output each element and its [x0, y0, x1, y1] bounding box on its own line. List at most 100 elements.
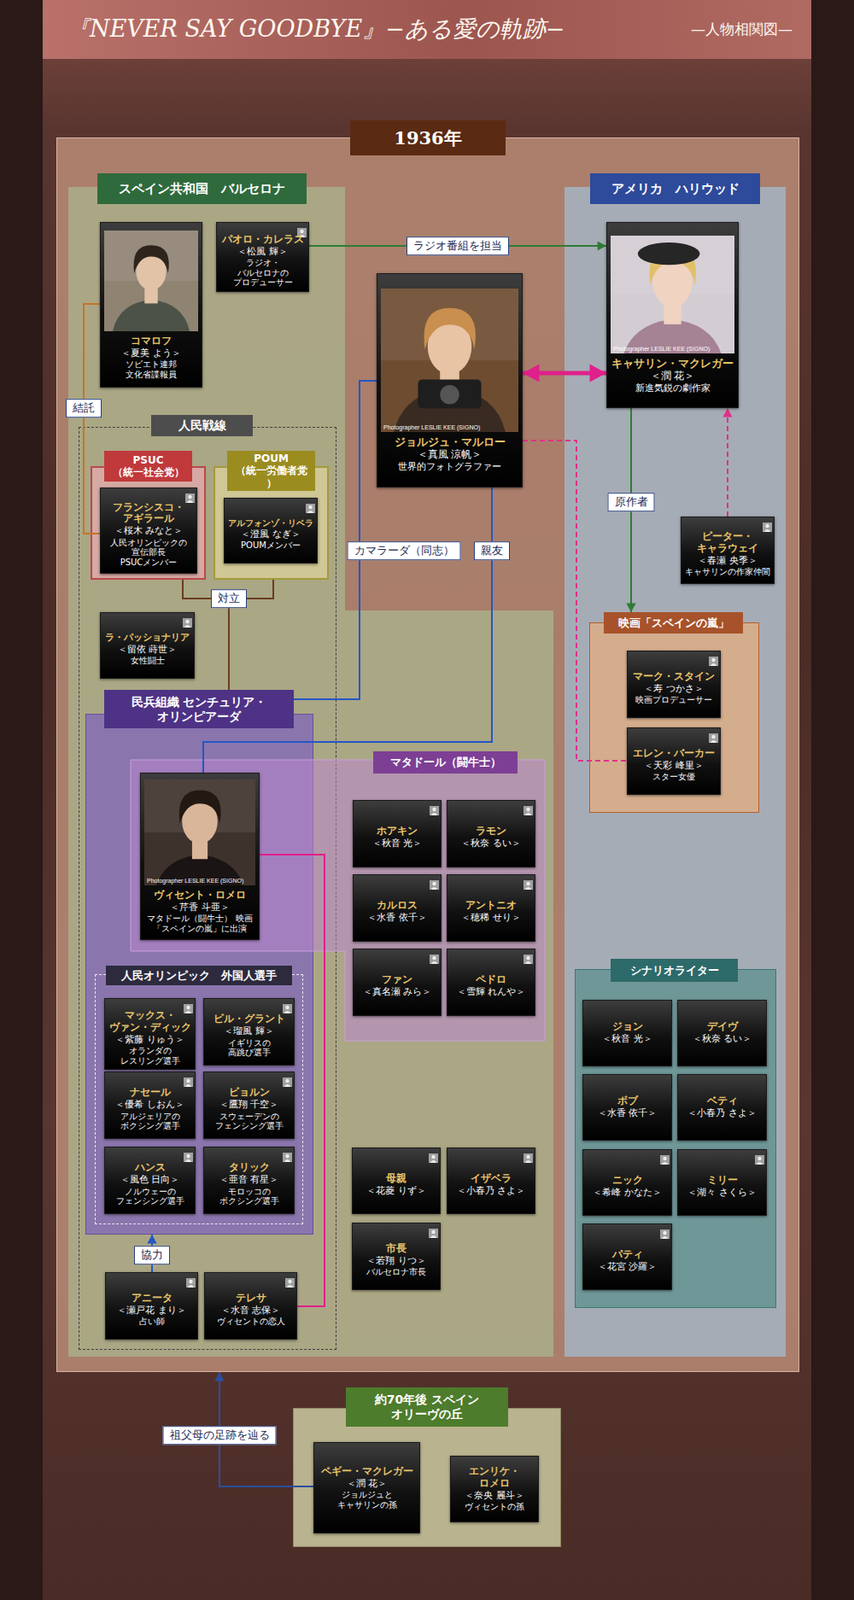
person-icon-graphic — [429, 880, 439, 890]
actor-name: ＜瑠風 輝＞ — [207, 1026, 291, 1038]
character-name: ジョルジュ・マルロー — [380, 436, 519, 449]
actor-name: ＜亜音 有星＞ — [207, 1175, 291, 1187]
edge-label-patch: 協力 — [134, 1245, 170, 1265]
photo-body — [111, 299, 191, 332]
icon-ground — [762, 522, 773, 533]
panel-header: シナリオライター — [610, 959, 738, 983]
icon-body — [185, 1159, 193, 1163]
person-icon — [182, 614, 193, 632]
panel-header: 1936年 — [350, 120, 506, 156]
icon-body — [431, 813, 439, 816]
relation-connector — [83, 304, 100, 534]
panel-fill — [130, 760, 545, 1042]
character-name: アルフォンゾ・リベラ — [228, 518, 314, 529]
icon-body — [430, 1235, 438, 1239]
panel-heading: マタドール（闘牛士） — [390, 755, 502, 770]
arrow-head — [214, 1372, 224, 1381]
person-icon-graphic — [754, 1155, 765, 1165]
icon-ground — [523, 880, 533, 890]
actor-name: ＜希峰 かなた＞ — [586, 1187, 668, 1200]
icon-head — [711, 658, 715, 662]
actor-name: ＜桜木 みなと＞ — [104, 526, 194, 538]
character-role: 映画プロデューサー — [631, 695, 717, 706]
icon-body — [284, 1084, 292, 1088]
icon-body — [525, 887, 533, 890]
character-role: ラジオ・バルセロナの プロデューサー — [220, 257, 305, 288]
person-icon-graphic — [762, 522, 773, 533]
icon-head — [432, 807, 436, 812]
character-card: Photographer LESLIE KEE (SIGNO)ジョルジュ・マルロ… — [376, 273, 523, 488]
person-icon — [708, 730, 719, 747]
person-icon-graphic — [282, 1004, 293, 1014]
icon-ground — [182, 618, 193, 628]
character-role: ジョルジュと キャサリンの孫 — [317, 1490, 416, 1510]
person-icon-graphic — [708, 733, 719, 743]
title-bar: 『NEVER SAY GOODBYE』−ある愛の軌跡− —人物相関図— — [42, 0, 812, 59]
icon-body — [185, 1011, 193, 1014]
panel-header: 人民オリンピック 外国人選手 — [105, 965, 293, 986]
icon-ground — [186, 1278, 196, 1288]
character-name: ニック — [586, 1175, 668, 1188]
panel-header: 人民戦線 — [151, 415, 253, 437]
panel-heading: PSUC （統一社会党） — [109, 454, 188, 480]
character-name: エンリケ・ロメロ — [454, 1466, 535, 1491]
panel-heading: 1936年 — [393, 127, 462, 149]
person-icon-graphic — [708, 656, 719, 667]
person-icon-graphic — [186, 1278, 196, 1288]
icon-body — [187, 1285, 195, 1288]
relation-label: ラジオ番組を担当 — [413, 239, 503, 253]
icon-body — [184, 625, 192, 628]
character-role: 人民オリンピックの 宣伝部長 PSUCメンバー — [104, 538, 194, 568]
photo-ground — [380, 288, 519, 433]
person-icon-graphic — [182, 618, 193, 628]
character-name: ペドロ — [450, 974, 532, 987]
character-name: 母親 — [356, 1173, 437, 1186]
character-name: カルロス — [356, 900, 438, 913]
character-name: デイヴ — [681, 1021, 763, 1034]
edge-label-patch: 対立 — [210, 589, 247, 609]
person-icon-graphic — [523, 954, 533, 965]
relation-label: 協力 — [140, 1248, 164, 1263]
icon-body — [525, 961, 533, 965]
icon-ground — [708, 656, 719, 667]
character-name: ピーター・ キャラウェイ — [684, 531, 771, 556]
actor-name: ＜奈央 麗斗＞ — [454, 1491, 535, 1503]
actor-name: ＜潤 花＞ — [610, 370, 735, 383]
icon-head — [186, 1006, 190, 1010]
icon-head — [711, 735, 715, 739]
icon-head — [299, 229, 304, 234]
icon-body — [284, 1159, 292, 1163]
character-card: アニータ＜瀬戸花 まり＞占い師 — [105, 1272, 199, 1340]
character-role: マタドール（闘牛士） 映画「スペインの嵐」に出演 — [144, 913, 256, 934]
icon-body — [307, 510, 315, 514]
icon-head — [431, 1155, 435, 1159]
character-role: キャサリンの作家仲間 — [684, 567, 771, 578]
relation-connector — [522, 364, 607, 383]
icon-body — [525, 813, 533, 816]
icon-body — [284, 1011, 292, 1014]
character-name: ベティ — [681, 1095, 763, 1108]
person-icon — [660, 1152, 670, 1169]
icon-head — [185, 620, 189, 624]
character-name: ファン — [356, 974, 438, 987]
character-card: ホアキン＜秋音 光＞ — [352, 800, 442, 868]
actor-name: ＜紫藤 りゅう＞ — [108, 1035, 192, 1047]
relation-line — [293, 380, 377, 700]
icon-body — [430, 1160, 438, 1164]
character-card: ペドロ＜雪輝 れんや＞ — [446, 948, 536, 1017]
person-icon — [762, 519, 773, 536]
person-icon-graphic — [523, 1153, 533, 1164]
actor-name: ＜秋奈 るい＞ — [681, 1034, 763, 1046]
icon-body — [661, 1162, 669, 1165]
icon-ground — [282, 1077, 293, 1088]
character-role: ノルウェーの フェンシング選手 — [108, 1187, 192, 1207]
character-name: ラモン — [450, 825, 532, 838]
panel-heading: 民兵組織 センチュリア・オリンピアーダ — [109, 695, 289, 725]
character-card: Photographer LESLIE KEE (SIGNO)ヴィセント・ロメロ… — [140, 772, 260, 941]
character-card: ミリー＜湖々 さくら＞ — [677, 1149, 767, 1217]
panel-header: アメリカ ハリウッド — [590, 173, 761, 205]
icon-body — [185, 1084, 193, 1088]
portrait — [380, 288, 519, 433]
actor-name: ＜湖々 さくら＞ — [681, 1187, 763, 1200]
icon-ground — [429, 806, 439, 816]
